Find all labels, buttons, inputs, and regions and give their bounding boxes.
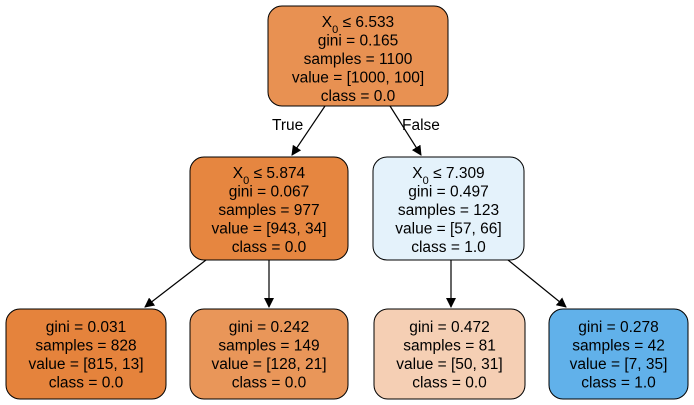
- node-gini: gini = 0.242: [229, 319, 310, 336]
- split-operator: ≤: [338, 14, 355, 31]
- node-class: class = 0.0: [232, 239, 307, 256]
- node-split-condition: X0 ≤ 5.874: [233, 165, 306, 187]
- node-samples: samples = 123: [398, 202, 499, 219]
- node-value: value = [943, 34]: [211, 221, 326, 238]
- node-gini: gini = 0.278: [578, 319, 659, 336]
- node-class: class = 0.0: [232, 375, 307, 392]
- node-value: value = [50, 31]: [396, 356, 502, 373]
- node-class: class = 0.0: [321, 88, 396, 105]
- split-feature: X: [322, 14, 333, 31]
- node-box: [5, 308, 167, 400]
- edge-n2-n6: [507, 259, 567, 308]
- node-class: class = 1.0: [581, 375, 656, 392]
- edge-n0-n2: [389, 105, 422, 156]
- node-samples: samples = 42: [572, 338, 665, 355]
- node-samples: samples = 149: [218, 338, 319, 355]
- node-samples: samples = 81: [403, 338, 496, 355]
- split-threshold: 7.309: [446, 165, 485, 182]
- node-samples: samples = 828: [35, 338, 136, 355]
- node-class: class = 0.0: [412, 375, 487, 392]
- split-feature: X: [412, 165, 423, 182]
- node-value: value = [815, 13]: [28, 356, 143, 373]
- split-feature-subscript: 0: [332, 24, 338, 36]
- split-feature-subscript: 0: [423, 175, 429, 187]
- node-split-condition: X0 ≤ 7.309: [412, 165, 484, 187]
- split-operator: ≤: [249, 165, 266, 182]
- node-box: [548, 308, 689, 400]
- node-gini: gini = 0.497: [408, 184, 489, 201]
- node-gini: gini = 0.472: [409, 319, 490, 336]
- node-value: value = [57, 66]: [395, 221, 501, 238]
- node-box: [189, 156, 349, 261]
- node-box: [267, 5, 449, 107]
- edge-n0-n1: [291, 105, 326, 156]
- node-class: class = 0.0: [49, 375, 124, 392]
- node-gini: gini = 0.165: [318, 33, 399, 50]
- node-gini: gini = 0.067: [229, 184, 310, 201]
- node-box: [372, 156, 525, 261]
- node-value: value = [128, 21]: [211, 356, 326, 373]
- node-samples: samples = 977: [218, 202, 319, 219]
- edge-label-true: True: [272, 117, 303, 134]
- split-feature: X: [233, 165, 244, 182]
- split-threshold: 5.874: [266, 165, 305, 182]
- split-threshold: 6.533: [355, 14, 394, 31]
- node-samples: samples = 1100: [304, 51, 413, 68]
- edge-n1-n3: [144, 259, 207, 308]
- edges-layer: True False: [144, 105, 567, 308]
- node-box: [189, 308, 349, 400]
- node-box: [373, 308, 526, 400]
- split-operator: ≤: [429, 165, 446, 182]
- edge-label-false: False: [402, 117, 440, 134]
- node-class: class = 1.0: [411, 239, 486, 256]
- node-value: value = [1000, 100]: [292, 70, 424, 87]
- node-value: value = [7, 35]: [570, 356, 668, 373]
- split-feature-subscript: 0: [243, 175, 249, 187]
- node-split-condition: X0 ≤ 6.533: [322, 14, 394, 36]
- node-gini: gini = 0.031: [46, 319, 127, 336]
